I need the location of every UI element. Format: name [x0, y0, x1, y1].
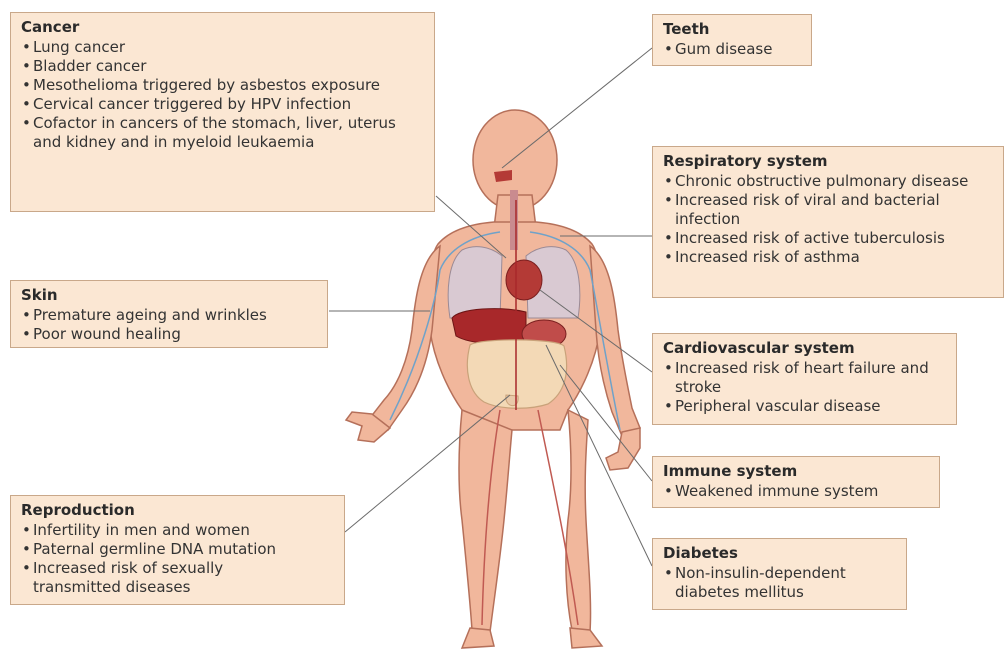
list-item: Weakened immune system — [663, 482, 931, 501]
right-hand — [606, 428, 640, 470]
liver — [452, 309, 526, 344]
reproduction-list: Infertility in men and women Paternal ge… — [21, 521, 336, 597]
list-item: Cervical cancer triggered by HPV infecti… — [21, 95, 426, 114]
cardiovascular-list: Increased risk of heart failure and stro… — [663, 359, 948, 416]
cancer-box: Cancer Lung cancer Bladder cancer Mesoth… — [10, 12, 435, 212]
left-lung — [448, 247, 502, 318]
list-item: Bladder cancer — [21, 57, 426, 76]
left-foot — [462, 628, 494, 648]
skin-list: Premature ageing and wrinkles Poor wound… — [21, 306, 319, 344]
list-item: Increased risk of active tuberculosis — [663, 229, 995, 248]
cardiovascular-title: Cardiovascular system — [663, 339, 948, 358]
list-item: Chronic obstructive pulmonary disease — [663, 172, 995, 191]
list-item: Mesothelioma triggered by asbestos expos… — [21, 76, 426, 95]
diabetes-title: Diabetes — [663, 544, 898, 563]
list-item: Lung cancer — [21, 38, 426, 57]
left-arm — [370, 246, 440, 430]
right-foot — [570, 628, 602, 648]
list-item: Non-insulin-dependent diabetes mellitus — [663, 564, 898, 602]
skin-box: Skin Premature ageing and wrinkles Poor … — [10, 280, 328, 348]
teeth-box: Teeth Gum disease — [652, 14, 812, 66]
organs — [448, 170, 580, 408]
list-item: Increased risk of asthma — [663, 248, 995, 267]
immune-list: Weakened immune system — [663, 482, 931, 501]
list-item: Gum disease — [663, 40, 803, 59]
list-item: Premature ageing and wrinkles — [21, 306, 319, 325]
list-item: Cofactor in cancers of the stomach, live… — [21, 114, 426, 152]
reproduction-box: Reproduction Infertility in men and wome… — [10, 495, 345, 605]
respiratory-title: Respiratory system — [663, 152, 995, 171]
cancer-title: Cancer — [21, 18, 426, 37]
list-item: Peripheral vascular disease — [663, 397, 948, 416]
cancer-list: Lung cancer Bladder cancer Mesothelioma … — [21, 38, 426, 152]
mouth — [494, 170, 512, 182]
left-leg — [459, 410, 512, 632]
skin-title: Skin — [21, 286, 319, 305]
diabetes-box: Diabetes Non-insulin-dependent diabetes … — [652, 538, 907, 610]
respiratory-box: Respiratory system Chronic obstructive p… — [652, 146, 1004, 298]
teeth-title: Teeth — [663, 20, 803, 39]
list-item: Increased risk of heart failure and stro… — [663, 359, 948, 397]
list-item: Increased risk of sexually transmitted d… — [21, 559, 283, 597]
diabetes-list: Non-insulin-dependent diabetes mellitus — [663, 564, 898, 602]
heart — [506, 260, 542, 300]
immune-title: Immune system — [663, 462, 931, 481]
respiratory-list: Chronic obstructive pulmonary disease In… — [663, 172, 995, 267]
immune-box: Immune system Weakened immune system — [652, 456, 940, 508]
cardiovascular-box: Cardiovascular system Increased risk of … — [652, 333, 957, 425]
list-item: Poor wound healing — [21, 325, 319, 344]
right-leg — [566, 410, 591, 632]
list-item: Increased risk of viral and bacterial in… — [663, 191, 995, 229]
leader-teeth — [502, 48, 652, 168]
trachea — [510, 190, 518, 250]
list-item: Infertility in men and women — [21, 521, 336, 540]
reproduction-title: Reproduction — [21, 501, 336, 520]
teeth-list: Gum disease — [663, 40, 803, 59]
list-item: Paternal germline DNA mutation — [21, 540, 336, 559]
